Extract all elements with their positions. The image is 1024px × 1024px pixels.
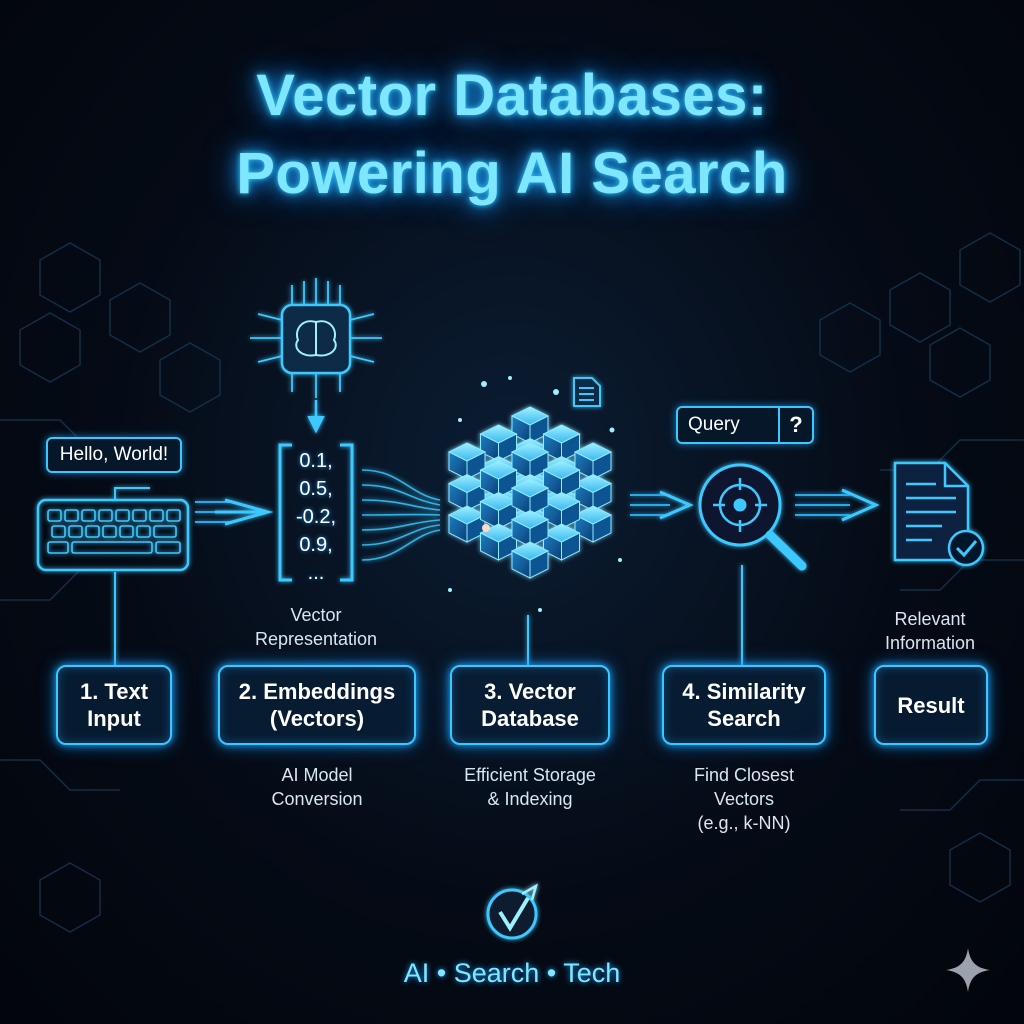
flow-lines-vector-to-db — [361, 469, 441, 561]
caption-embeddings: AI Model Conversion — [237, 763, 397, 811]
caption-line: Vectors — [713, 789, 775, 809]
vector-caption-line: Representation — [254, 629, 378, 649]
caption-line: (e.g., k-NN) — [697, 813, 791, 833]
cube-face — [592, 514, 612, 543]
vector-value: 0.9, — [299, 534, 333, 556]
caption-line: & Indexing — [487, 789, 573, 809]
keyboard-icon — [36, 498, 190, 572]
stage-line: Database — [481, 706, 579, 731]
stage-line: Result — [897, 692, 965, 718]
caption-similarity-search: Find Closest Vectors (e.g., k-NN) — [664, 763, 824, 835]
vector-values: 0.1, 0.5, -0.2, 0.9, ... — [281, 447, 351, 587]
title-line-1: Vector Databases: — [256, 63, 768, 128]
vector-value: -0.2, — [295, 506, 337, 528]
query-symbol-box: ? — [778, 408, 812, 442]
input-text-bubble: Hello, World! — [46, 437, 182, 473]
relevant-caption: Relevant Information — [860, 607, 1000, 655]
stage-result: Result — [874, 665, 988, 745]
relevant-caption-line: Relevant — [894, 609, 966, 629]
vector-caption-line: Vector — [290, 605, 342, 625]
vector-value: 0.5, — [299, 478, 333, 500]
relevant-caption-line: Information — [884, 633, 976, 653]
arrow-db-to-search — [630, 490, 694, 520]
question-mark-icon: ? — [789, 412, 803, 437]
stage-line: 3. Vector — [484, 679, 576, 704]
ai-chip-brain-icon — [250, 278, 382, 434]
vector-caption: Vector Representation — [236, 603, 396, 651]
stage-embeddings: 2. Embeddings(Vectors) — [218, 665, 416, 745]
query-label: Query — [688, 414, 740, 435]
stage-line: Input — [87, 706, 141, 731]
magnifier-target-icon — [698, 463, 807, 571]
query-bubble: Query ? — [676, 406, 814, 444]
stage-line: 4. Similarity — [682, 679, 806, 704]
stage-line: Search — [707, 706, 781, 731]
footer-tagline: AI • Search • Tech — [403, 958, 621, 988]
cube-face — [529, 550, 549, 579]
arrow-input-to-vector — [195, 498, 274, 526]
document-icon — [573, 377, 601, 407]
vector-value: 0.1, — [299, 450, 333, 472]
arrow-search-to-result — [795, 488, 880, 522]
title-line-2: Powering AI Search — [236, 141, 788, 206]
document-check-icon — [893, 461, 985, 567]
db-sparkles — [448, 376, 622, 612]
caption-line: Find Closest — [693, 765, 795, 785]
stage-connectors — [114, 565, 743, 665]
caption-line: AI Model — [281, 765, 353, 785]
vector-brackets — [278, 443, 354, 582]
caption-line: Efficient Storage — [464, 765, 596, 785]
stage-line: (Vectors) — [269, 706, 365, 731]
stage-line: 1. Text — [79, 679, 149, 704]
checkmark-logo-icon — [486, 883, 539, 940]
vector-value: ... — [307, 562, 325, 584]
stage-line: 2. Embeddings — [238, 679, 396, 704]
cube-face — [561, 532, 580, 561]
vector-cube-cluster-icon — [447, 406, 613, 579]
caption-line: Conversion — [271, 789, 363, 809]
caption-vector-database: Efficient Storage & Indexing — [440, 763, 620, 811]
sparkle-icon — [946, 948, 990, 992]
